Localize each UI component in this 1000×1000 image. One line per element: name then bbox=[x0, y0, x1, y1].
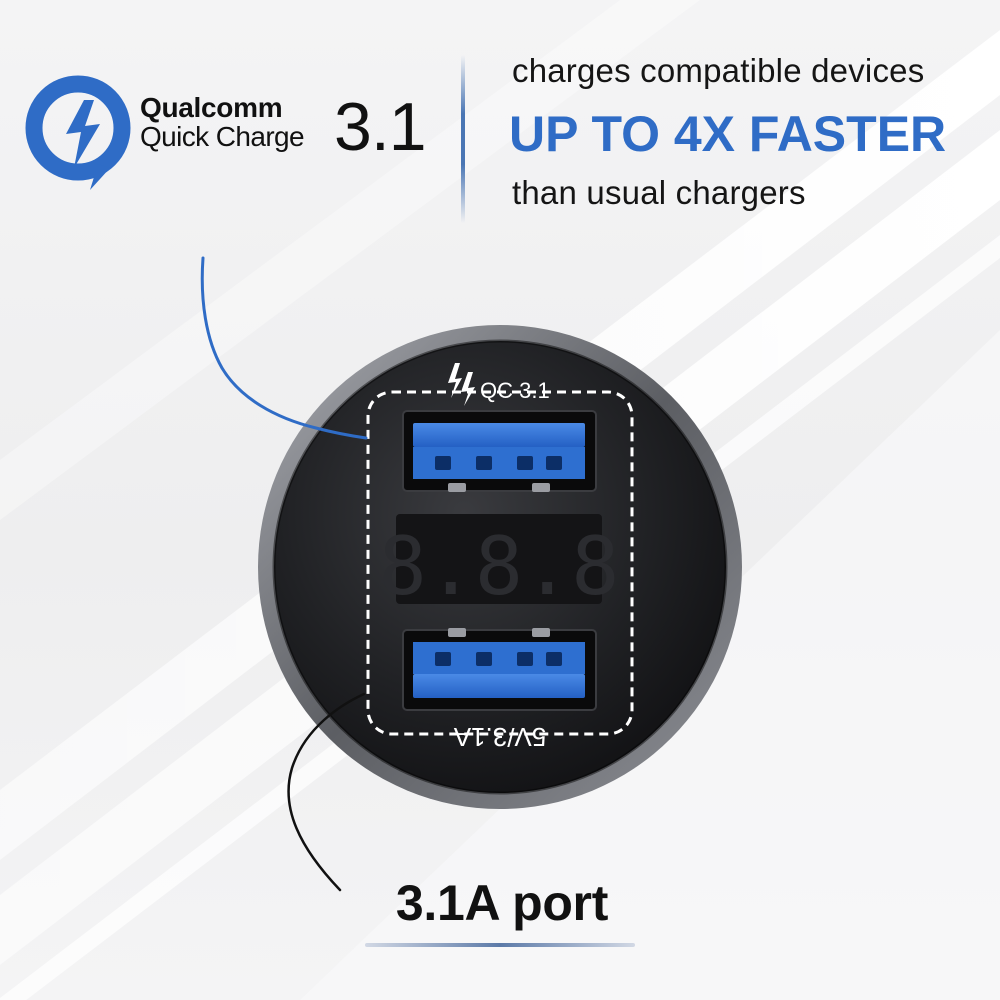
usb-port-top bbox=[402, 410, 597, 492]
top-port-label: QC 3.1 bbox=[480, 378, 550, 403]
tagline-line-3: than usual chargers bbox=[512, 174, 806, 211]
usb-port-bottom bbox=[402, 628, 597, 711]
tagline-headline: UP TO 4X FASTER bbox=[509, 106, 947, 162]
brand-name: Qualcomm bbox=[140, 92, 283, 123]
qualcomm-quick-charge-lightning-icon bbox=[25, 75, 131, 190]
port-label-underline bbox=[365, 943, 635, 947]
header-divider bbox=[461, 55, 465, 223]
tagline-line-1: charges compatible devices bbox=[512, 52, 925, 89]
digital-voltage-display: 8.8.8 bbox=[379, 514, 620, 613]
lightning-bolt-icon bbox=[448, 363, 475, 406]
port-callout-label: 3.1A port bbox=[395, 875, 609, 931]
bottom-port-label: 5V/3.1A bbox=[453, 722, 546, 752]
port-frame-dashed bbox=[366, 390, 634, 736]
quick-charge-version: 3.1 bbox=[334, 89, 427, 165]
qualcomm-brand-text: Qualcomm Quick Charge bbox=[140, 92, 305, 152]
display-digits: 8.8.8 bbox=[379, 520, 620, 613]
product-name: Quick Charge bbox=[140, 121, 305, 152]
